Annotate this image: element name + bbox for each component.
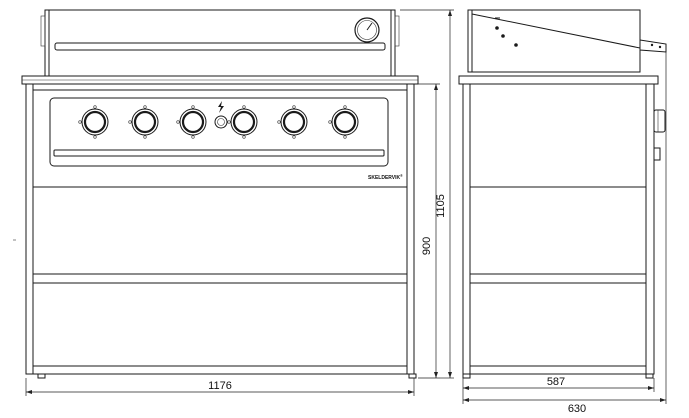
lid-slope	[471, 13, 641, 49]
cabinet-height-label: 900	[421, 237, 433, 255]
side-depth-outer-label: 630	[568, 403, 586, 415]
lid-hinge-right	[394, 15, 400, 47]
width-label: 1176	[208, 380, 232, 392]
handle-bracket	[639, 39, 667, 53]
knob[interactable]	[176, 105, 207, 139]
lid-rivet	[514, 43, 518, 47]
ignition-button[interactable]	[214, 115, 228, 129]
cabinet-body	[25, 83, 415, 375]
dimension-587: 587	[462, 376, 655, 404]
knob[interactable]	[78, 105, 109, 139]
dimension-1105: 1105	[400, 9, 454, 379]
brand-logo: SKELDERVIK®	[368, 174, 403, 181]
total-height-label: 1105	[435, 194, 447, 218]
knob[interactable]	[227, 105, 258, 139]
side-knob-profile	[653, 109, 666, 133]
side-cabinet	[462, 83, 655, 375]
lid-handle	[54, 42, 386, 51]
control-panel-inset	[49, 97, 389, 167]
lid-rivet	[495, 26, 499, 30]
control-panel	[32, 89, 408, 188]
foot-right	[408, 373, 417, 379]
lid-rivet	[501, 34, 505, 38]
lid-side	[467, 9, 641, 73]
lightning-bolt-icon	[218, 101, 224, 113]
side-ignition-profile	[653, 147, 661, 161]
knob[interactable]	[277, 105, 308, 139]
side-depth-inner-label: 587	[547, 376, 565, 388]
knob[interactable]	[328, 105, 359, 139]
dimension-1176: 1176	[25, 378, 415, 396]
foot-left	[37, 373, 46, 379]
knob[interactable]	[128, 105, 159, 139]
side-view	[458, 9, 667, 379]
dial-gauge-icon	[354, 17, 380, 43]
front-view: SKELDERVIK®	[13, 9, 419, 379]
grease-tray-handle	[53, 149, 385, 157]
lid-hinge-left	[40, 15, 46, 47]
dimension-630: 630	[463, 52, 667, 415]
dimension-900: 900	[418, 83, 440, 379]
side-countertop	[458, 75, 659, 85]
